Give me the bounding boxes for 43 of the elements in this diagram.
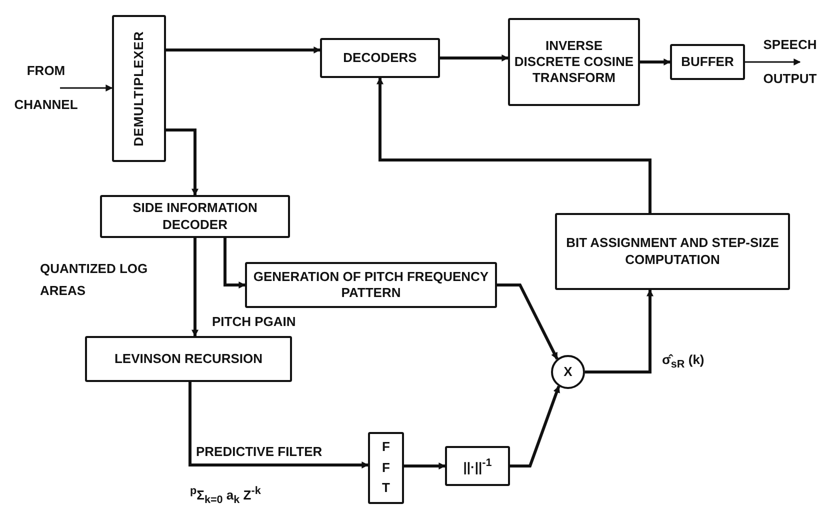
box-label: INVERSE DISCRETE COSINE TRANSFORM [514, 38, 634, 86]
arrow [510, 386, 560, 468]
process-box [670, 44, 745, 80]
arrow [404, 462, 446, 470]
arrow [745, 58, 801, 66]
arrow [224, 238, 246, 288]
box-label: X [564, 364, 572, 380]
signal-label: $^{p}$Σ$_{k=0}$ a$_{k}$ Z$^{-k}$ [190, 484, 262, 507]
box-label: GENERATION OF PITCH FREQUENCY PATTERN [252, 268, 490, 302]
edge-label: PREDICTIVE FILTER [196, 444, 324, 461]
arrow [60, 84, 113, 92]
arrow [166, 128, 198, 196]
arrow [166, 46, 321, 54]
edge-label: FROM CHANNEL [13, 62, 79, 114]
signal-label: PITCH PGAIN [212, 314, 297, 331]
process-box [555, 213, 790, 290]
arrow [640, 58, 671, 66]
box-label: BIT ASSIGNMENT AND STEP-SIZE COMPUTATION [565, 235, 780, 268]
process-box [245, 262, 497, 308]
arrow [497, 284, 558, 360]
box-label: F F T [381, 438, 391, 498]
box-label: DEMULTIPLEXER [130, 30, 147, 146]
box-label: DECODERS [343, 50, 417, 66]
signal-label: QUANTIZED LOG AREAS [40, 260, 149, 300]
arrow [376, 77, 652, 213]
arrow [440, 54, 509, 62]
edge-label: σ̂$_{sR}$ (k) [662, 352, 706, 372]
edge-label: SPEECH OUTPUT [762, 36, 818, 88]
process-box [508, 18, 640, 106]
arrow [585, 289, 654, 374]
arrow [188, 382, 369, 468]
process-box [100, 195, 290, 238]
arrow [192, 238, 198, 337]
multiplier-circle [551, 355, 585, 389]
process-box [368, 432, 404, 504]
process-box [445, 446, 510, 486]
box-label: SIDE INFORMATION DECODER [132, 200, 258, 233]
process-box [85, 336, 292, 382]
process-box [320, 38, 440, 78]
process-box [112, 15, 166, 162]
box-label: LEVINSON RECURSION [114, 350, 263, 368]
box-label: ||·||$^{-1}$ [463, 456, 492, 476]
box-label: BUFFER [681, 54, 734, 70]
